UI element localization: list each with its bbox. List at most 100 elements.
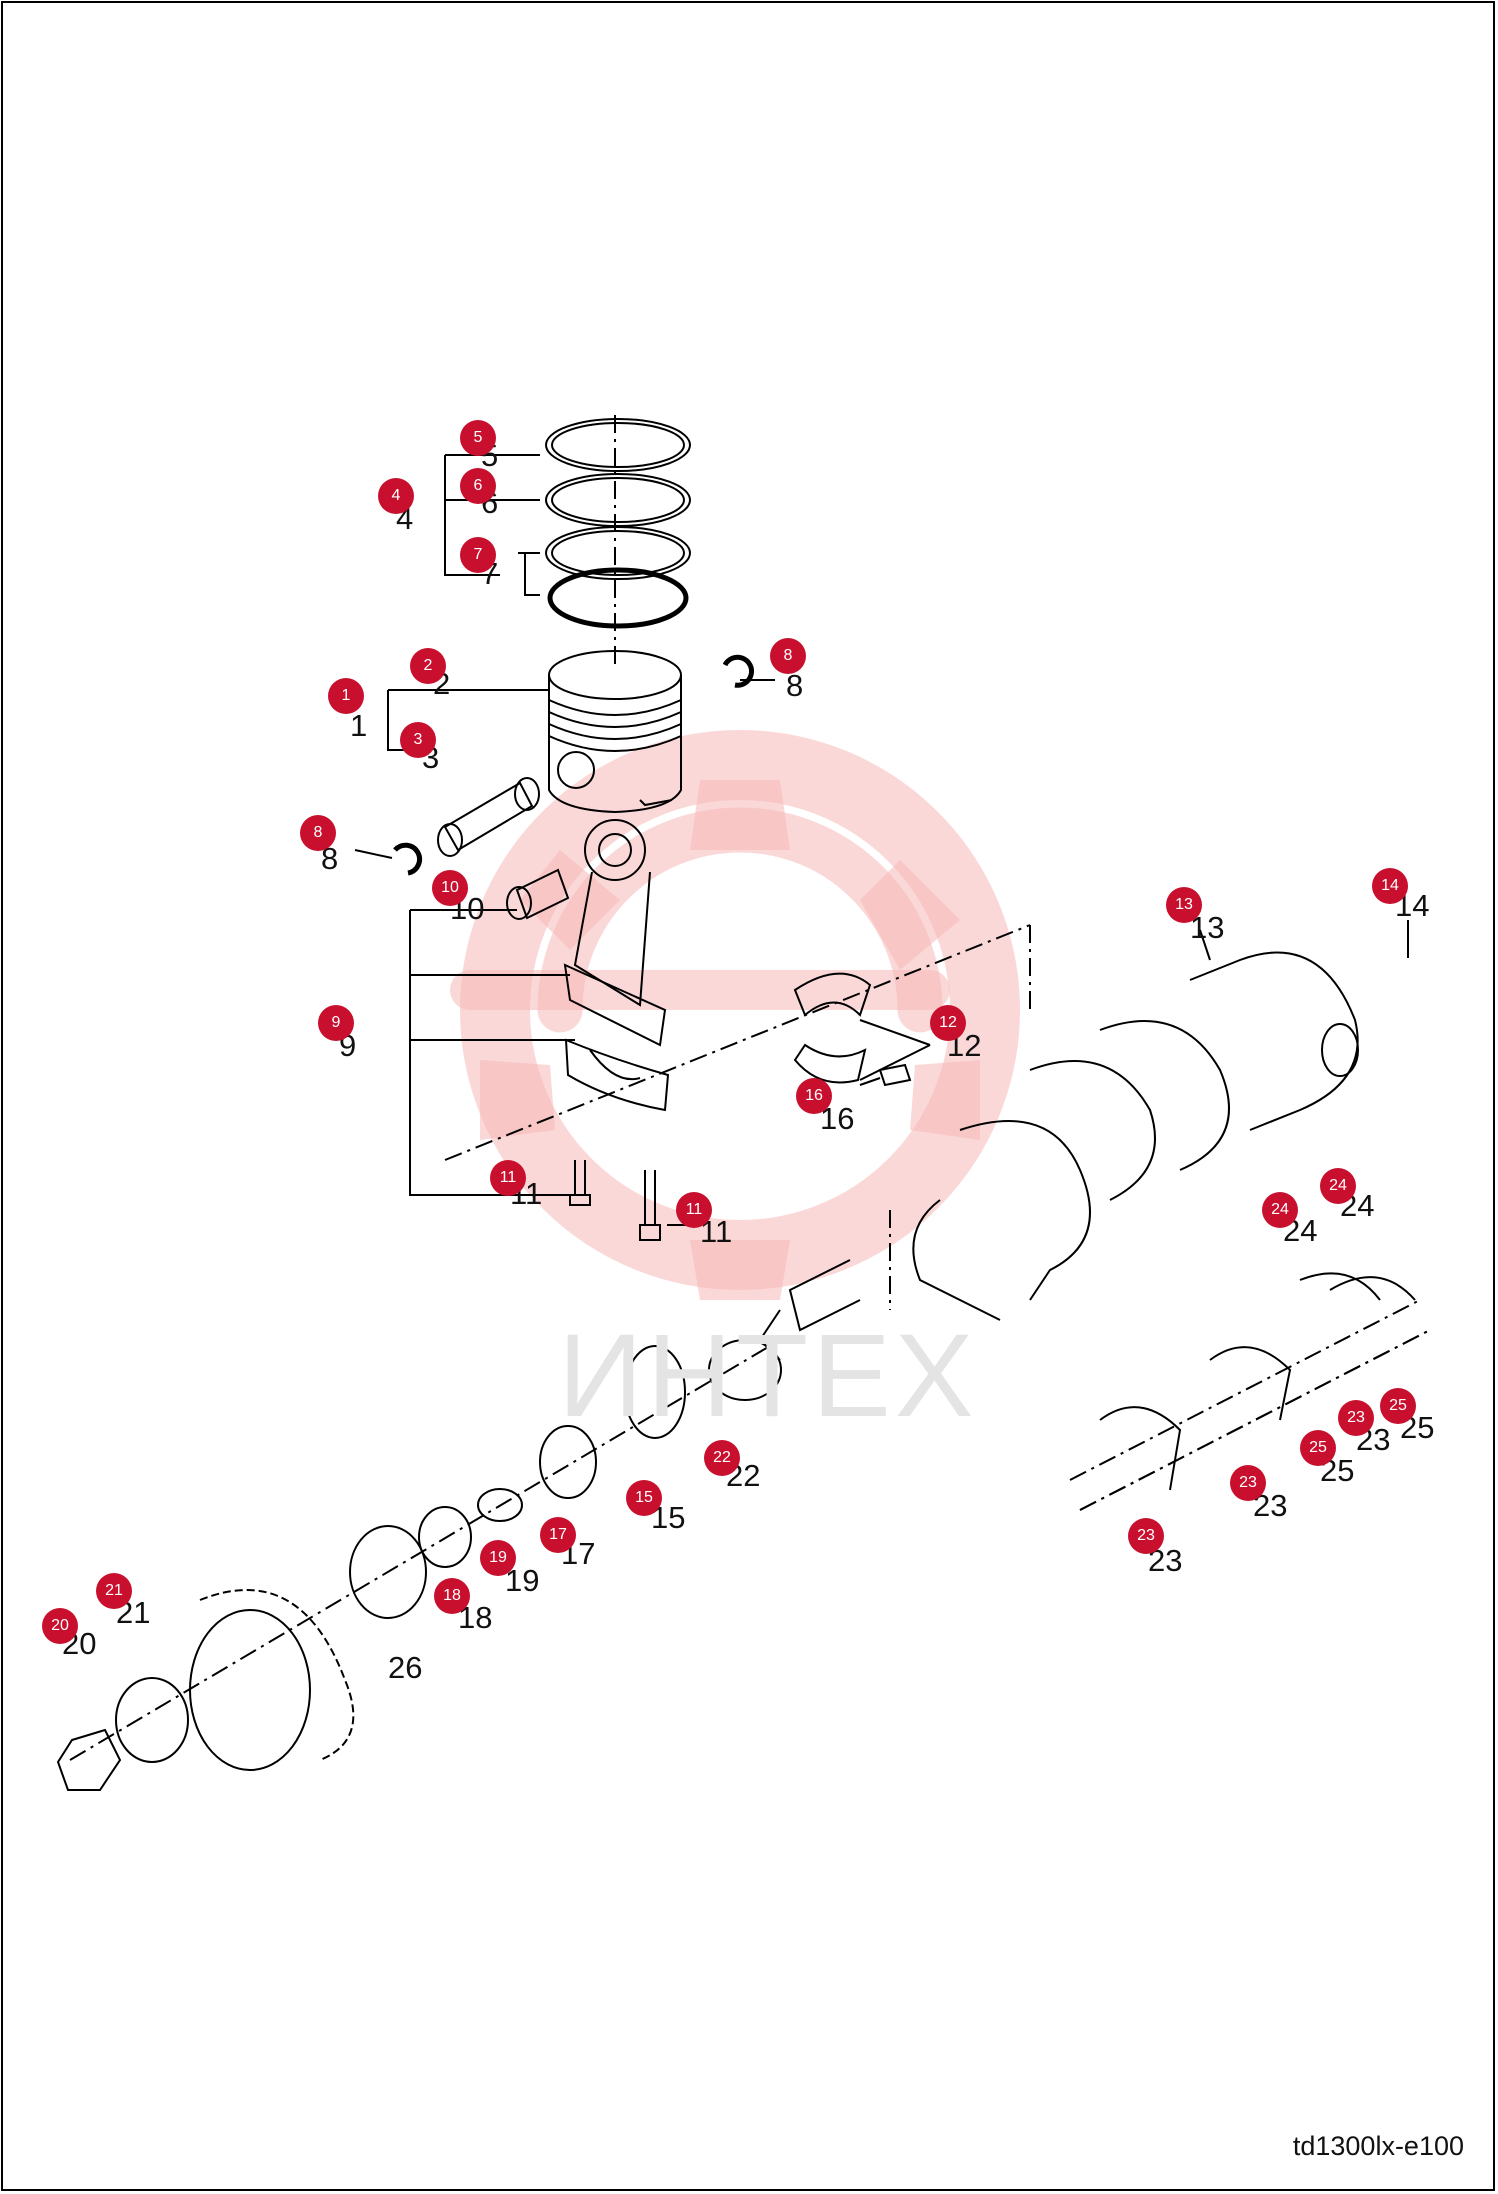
spacer-18 <box>418 1506 472 1568</box>
crank-web-rear <box>1189 951 1359 1131</box>
ring-7-inner <box>551 530 685 576</box>
piston-pin-end2 <box>514 777 540 811</box>
leaders-rod-assy <box>409 909 575 1196</box>
ring-6-inner <box>551 477 685 523</box>
crank-main-axis <box>444 924 1031 1161</box>
callout-badge-4[interactable]: 4 <box>378 478 414 514</box>
woodruff-key <box>878 1063 912 1087</box>
part-number-1: 1 <box>350 708 368 743</box>
leader-8b <box>354 849 393 859</box>
circlip-8-left <box>393 842 422 876</box>
crank-web-mid2 <box>1029 1060 1156 1201</box>
callout-badge-7[interactable]: 7 <box>460 537 496 573</box>
thrust-24b <box>1329 1276 1416 1301</box>
crank-web-mid <box>1099 1020 1230 1171</box>
crank-spline <box>758 1309 781 1361</box>
watermark-gear-logo <box>450 730 1020 1300</box>
ring-6 <box>545 473 691 527</box>
callout-badge-5[interactable]: 5 <box>460 420 496 456</box>
thrust-24 <box>1299 1272 1381 1301</box>
callout-badge-19[interactable]: 19 <box>480 1540 516 1576</box>
callout-badge-11[interactable]: 11 <box>676 1192 712 1228</box>
leader-13 <box>1199 929 1211 961</box>
leaders-rod-bearing <box>859 1019 931 1081</box>
callout-badge-11[interactable]: 11 <box>490 1160 526 1196</box>
callout-badge-21[interactable]: 21 <box>96 1573 132 1609</box>
part-number-8: 8 <box>786 668 804 703</box>
circlip-8-right <box>722 654 755 688</box>
main-bearing-23c <box>1099 1406 1182 1491</box>
piston-pin-end <box>437 823 463 857</box>
line-art <box>56 415 1431 1791</box>
watermark-text: ИНТЕХ <box>558 1310 978 1442</box>
rod-cap-arc <box>589 1049 641 1081</box>
callout-badge-20[interactable]: 20 <box>42 1608 78 1644</box>
rod-bearing-upper <box>793 972 872 1017</box>
bushing-22 <box>708 1339 782 1401</box>
piston-pin-boss <box>557 751 595 789</box>
callout-badge-8[interactable]: 8 <box>770 638 806 674</box>
pulley-housing <box>199 1589 355 1761</box>
leader-16 <box>859 1077 881 1086</box>
callout-badge-3[interactable]: 3 <box>400 722 436 758</box>
ring-5 <box>545 418 691 472</box>
rod-bolt-1 <box>569 1160 591 1206</box>
crank-front-journal <box>912 1199 1001 1321</box>
ring-7-expander <box>547 567 689 629</box>
gear-15 <box>624 1345 686 1439</box>
callout-badge-23[interactable]: 23 <box>1128 1518 1164 1554</box>
callout-badge-23[interactable]: 23 <box>1230 1465 1266 1501</box>
rod-big-end-top <box>563 963 667 1047</box>
seal-26 <box>349 1525 427 1619</box>
rod-bolt-2 <box>639 1170 661 1241</box>
crank-web-front <box>959 1120 1091 1301</box>
rod-small-end-bore <box>598 833 632 867</box>
callout-badge-15[interactable]: 15 <box>626 1480 662 1516</box>
callout-badge-14[interactable]: 14 <box>1372 868 1408 904</box>
callout-badge-24[interactable]: 24 <box>1262 1192 1298 1228</box>
piston-skirt <box>639 799 673 807</box>
callout-badge-23[interactable]: 23 <box>1338 1400 1374 1436</box>
piston-grooves <box>548 699 682 752</box>
callout-badge-24[interactable]: 24 <box>1320 1168 1356 1204</box>
rear-seal <box>1321 1023 1359 1077</box>
callout-badge-16[interactable]: 16 <box>796 1078 832 1114</box>
callout-badge-12[interactable]: 12 <box>930 1005 966 1041</box>
callout-badge-17[interactable]: 17 <box>540 1517 576 1553</box>
piston-body <box>548 675 682 814</box>
leaders-rings <box>444 454 540 596</box>
callout-badge-13[interactable]: 13 <box>1166 887 1202 923</box>
callout-badge-25[interactable]: 25 <box>1300 1430 1336 1466</box>
callout-badge-18[interactable]: 18 <box>434 1578 470 1614</box>
ring-5-inner <box>551 422 685 468</box>
main-bearing-23b <box>1209 1346 1292 1421</box>
rod-small-end <box>584 819 646 881</box>
piston-pin <box>443 781 534 852</box>
part-number-8: 8 <box>321 841 339 876</box>
rod-bearing-lower <box>793 1043 867 1084</box>
nut-20 <box>56 1728 122 1791</box>
oring-19 <box>477 1488 523 1522</box>
callout-badge-2[interactable]: 2 <box>410 648 446 684</box>
watermark-arc <box>537 807 943 1033</box>
crank-nose <box>788 1259 861 1332</box>
callout-badge-22[interactable]: 22 <box>704 1440 740 1476</box>
callout-badge-9[interactable]: 9 <box>318 1005 354 1041</box>
rod-cap <box>564 1038 670 1112</box>
small-end-bushing <box>515 868 570 920</box>
callout-badge-8[interactable]: 8 <box>300 815 336 851</box>
front-axis <box>69 1339 781 1761</box>
washer-21 <box>115 1677 189 1763</box>
callout-badge-10[interactable]: 10 <box>432 870 468 906</box>
part-number-26: 26 <box>388 1650 423 1685</box>
callout-badge-6[interactable]: 6 <box>460 468 496 504</box>
callout-badge-1[interactable]: 1 <box>328 678 364 714</box>
callout-badge-25[interactable]: 25 <box>1380 1388 1416 1424</box>
washer-17 <box>539 1425 597 1499</box>
bushing-end <box>506 886 532 920</box>
drawing-reference-number: td1300lx-e100 <box>1292 2131 1464 2161</box>
pulley-face <box>189 1609 311 1771</box>
ring-7 <box>545 526 691 580</box>
